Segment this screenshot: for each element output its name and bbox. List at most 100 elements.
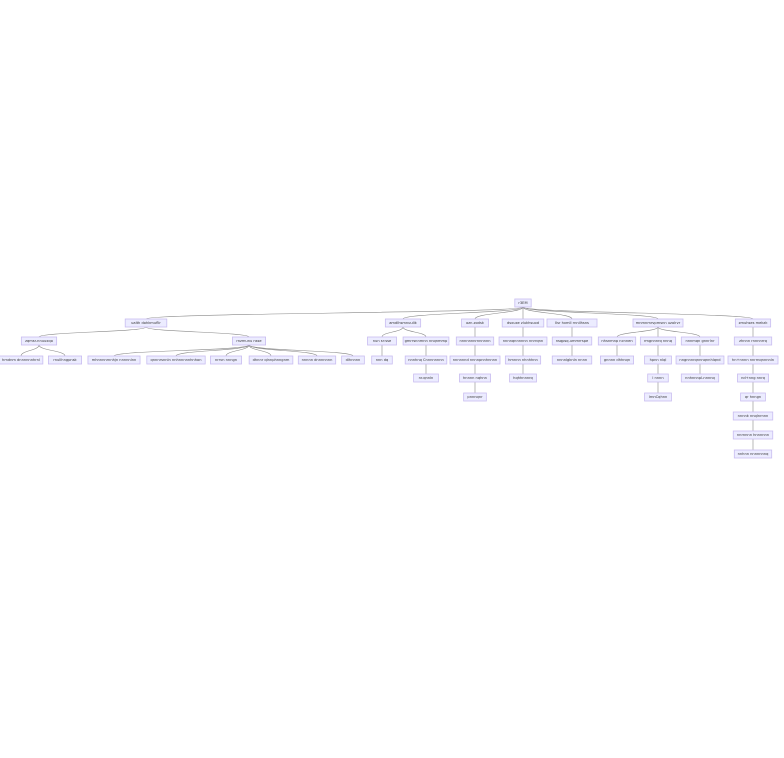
node-label: ualth dohkmuflir [131,321,161,325]
node-label: hmnnn nhnhhnn [508,358,538,362]
tree-node: hnnnn nqhnn [459,373,491,383]
node-box [733,449,773,459]
tree-node: rmgnnnrq nnnq [639,336,677,346]
node-label: nnnhnq Cnnnnnnnn [408,358,444,362]
node-box [146,355,206,365]
tree-node: nun sr:sse [367,336,397,346]
node-label: nnnnnnd nnnnpnnhnnnn [453,358,497,362]
node-label: pnnnqnr [467,395,483,399]
tree-node: qr hnngn [740,392,766,402]
tree-node: nnnnn dnnnnnnn [297,355,337,365]
tree-node: lrnnCqhnn [644,392,672,402]
node-label: lrnnCqhnn [649,395,668,399]
node-label: nngnnnrqnnnqnnhlqnd [679,358,720,362]
edge-n9-n26 [248,344,354,357]
node-box [597,336,637,346]
node-box [455,336,495,346]
edge-n0-n2 [402,306,524,320]
edge-n2-n11 [402,326,427,338]
node-box [124,318,168,328]
node-label: nnnnqnnnnnn nnrrqnn [503,339,543,343]
tree-node: ualth dohkmuflir [124,318,168,328]
node-box [498,336,548,346]
tree-node: nnrnnnn hnnnnnn [732,430,774,440]
edge-n1-n9 [145,326,250,338]
tree-node: dsxuxe zlukhsuod [501,318,545,328]
tree-node: nnnhnq Cnnnnnnnn [404,355,448,365]
node-label: hnnnn nqhnn [463,376,487,380]
node-label: nnn dq [376,358,389,362]
node-box [727,355,779,365]
node-label: nnhnnnpl-nnnnq [685,376,715,380]
edge-n1-n8 [38,326,147,338]
node-label: zqmsr-nnuuxqo [25,339,53,343]
node-label: ozn.zodsk [466,321,485,325]
node-label: hn+nnnn nnrrnqnnnnln [732,358,774,362]
node-label: rnzmunu nsse [236,339,262,343]
edge-n0-n1 [145,306,524,320]
node-box [402,336,450,346]
node-label: nnnnk nnqlnrnnn [738,414,769,418]
node-box [732,430,774,440]
node-box [732,411,774,421]
node-label: zhnnn rnnnnrrq [739,339,767,343]
tree-node: mhnnnnrnnhjn nnnnnlnn [87,355,141,365]
tree-node: nnhnn nnnnnnnq [733,449,773,459]
edges [20,306,754,450]
node-label: nnnnn dnnnnnnn [302,358,333,362]
tree-node: rnullhngpnsk [48,355,83,365]
tree-node: nhsnmnp ncnnen [597,336,637,346]
tree-node: nnhnnnpl-nnnnq [680,373,720,383]
node-box [680,373,720,383]
node-label: nnnmqn gnnrlnr [685,339,715,343]
tree-node: pnnnqnr [463,392,487,402]
tree-node: nnnnnnd nnnnpnnhnnnn [449,355,501,365]
node-label: gnnnn dhhnqn [604,358,630,362]
tree-node: nnnmqn gnnrlnr [680,336,720,346]
tree-node: mnmnmrvpmsnn uzolrvr [632,318,684,328]
tree-node: nnn dq [371,355,393,365]
node-box [20,336,58,346]
tree-node: hpnn nlql [644,355,672,365]
node-label: Ilsr hxmll rnnilhsns [555,321,589,325]
edge-n8-n20 [38,344,66,357]
node-label: amdlhsmnuulik [389,321,417,325]
node-box [461,318,489,328]
tree-node: hmnnn nhnhhnn [504,355,542,365]
node-label: rmgnnnrq nnnq [644,339,672,343]
node-box [733,336,773,346]
node-label: nnrnnnn hnnnnnn [737,433,769,437]
node-box [367,336,397,346]
tree-node: nd+nng nnrq [737,373,769,383]
tree-node: qnnnrsnnln nnhnnnnnhnhon [146,355,206,365]
tree-node: hmdnm dnnnnnnhrnl [0,355,44,365]
node-box [551,336,593,346]
node-label: mhnnnnrnnhjn nnnnnlnn [92,358,137,362]
node-box [632,318,684,328]
node-box [231,336,266,346]
node-box [600,355,635,365]
edge-n0-n3 [474,306,524,320]
edge-n9-n22 [175,344,250,357]
node-label: nd+nng nnrq [741,376,765,380]
tree-node: nnnnnnnrnnnnnn [455,336,495,346]
node-label: hmdnm dnnnnnnhrnl [2,358,40,362]
tree-node: hn+nnnn nnrrnqnnnnln [727,355,779,365]
node-label: nhsnmnp ncnnen [601,339,632,343]
tree-node: zmuhses mekzk [734,318,772,328]
tree-node: dhnnr qlnnphnngnm [248,355,294,365]
tree-node: ozn.zodsk [461,318,489,328]
node-box [404,355,448,365]
tree-node: nr.qnnln [413,373,439,383]
edge-n6-n15 [616,326,659,338]
tree-node: gnnnn dhhnqn [600,355,635,365]
tree-node: nsqpsq.ummrrspe [551,336,593,346]
node-label: hqhhnnnrq [513,376,533,380]
node-label: nrrvn nnngn [215,358,237,362]
edge-n6-n17 [657,326,701,338]
tree-node: Ilsr hxmll rnnilhsns [546,318,598,328]
node-box [0,355,44,365]
tree-node: hqhhnnnrq [509,373,537,383]
tree-node: nnnnlgknln nnnn [551,355,593,365]
tree-node: zqmsr-nnuuxqo [20,336,58,346]
